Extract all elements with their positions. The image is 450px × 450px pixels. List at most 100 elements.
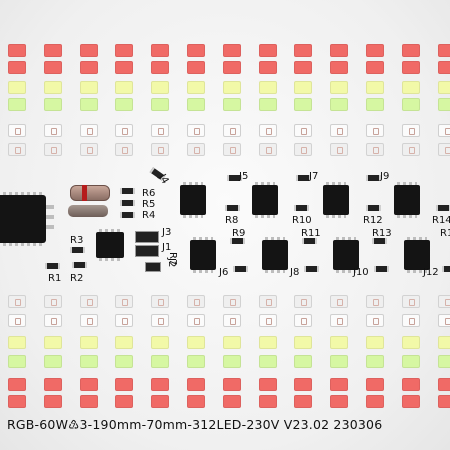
led-red-top <box>366 61 384 74</box>
label-r10: R10 <box>292 215 312 226</box>
led-red-top <box>401 61 420 74</box>
resistor-r3 <box>70 247 85 253</box>
resistor-r12-body <box>366 205 381 211</box>
led-red-top <box>222 61 241 74</box>
resistor-r1 <box>45 263 60 269</box>
resistor-r9-body <box>230 238 245 244</box>
led-red-top <box>437 61 450 74</box>
led-red-top <box>8 61 26 74</box>
led-red-bottom <box>366 395 384 408</box>
label-j12: J12 <box>423 267 439 278</box>
led-wht-top <box>366 124 384 137</box>
led-clr-top <box>401 143 420 156</box>
label-r11: R11 <box>301 228 321 239</box>
resistor-j7-body <box>296 175 311 181</box>
resistor-r5 <box>120 200 135 206</box>
led-wht-top <box>43 124 62 137</box>
label-r7: R7 <box>167 252 178 266</box>
led-yel-top <box>437 81 450 94</box>
resistor-r6 <box>120 188 135 194</box>
led-red-top <box>8 44 26 57</box>
resistor-j5-body <box>227 175 242 181</box>
led-yel-bottom <box>258 336 277 349</box>
led-clr-top <box>8 143 26 156</box>
label-r9: R9 <box>232 228 246 239</box>
led-red-top <box>187 44 205 57</box>
resistor-r4 <box>120 212 135 218</box>
label-r1: R1 <box>48 273 62 284</box>
led-yel-top <box>222 81 241 94</box>
led-wht-bottom <box>437 314 450 327</box>
driver-chip-7 <box>333 237 359 273</box>
led-clr-bottom <box>258 295 277 308</box>
label-j3: J3 <box>162 227 172 238</box>
led-grn-top <box>222 98 241 111</box>
led-wht-bottom <box>187 314 205 327</box>
label-r1-right: R1 <box>440 228 450 239</box>
led-clr-top <box>43 143 62 156</box>
led-red-top <box>222 44 241 57</box>
led-yel-bottom <box>151 336 170 349</box>
led-grn-bottom <box>151 355 170 368</box>
led-grn-top <box>401 98 420 111</box>
driver-chip-2 <box>252 182 278 218</box>
led-wht-bottom <box>294 314 313 327</box>
resistor-j6-body <box>233 266 248 272</box>
board-silkscreen-text: RGB-60W♹3-190mm-70mm-312LED-230V V23.02 … <box>7 417 383 432</box>
led-yel-top <box>366 81 384 94</box>
led-red-bottom <box>115 378 134 391</box>
led-grn-top <box>294 98 313 111</box>
led-wht-top <box>222 124 241 137</box>
led-red-bottom <box>258 378 277 391</box>
fuse-band <box>82 185 87 201</box>
led-red-top <box>330 61 349 74</box>
label-j7: J7 <box>309 171 319 182</box>
label-r4: R4 <box>142 210 156 221</box>
led-red-top <box>151 61 170 74</box>
led-red-bottom <box>258 395 277 408</box>
led-yel-top <box>187 81 205 94</box>
led-red-top <box>258 44 277 57</box>
led-yel-bottom <box>222 336 241 349</box>
led-clr-bottom <box>330 295 349 308</box>
led-wht-bottom <box>115 314 134 327</box>
led-grn-top <box>115 98 134 111</box>
led-yel-bottom <box>79 336 98 349</box>
label-r5: R5 <box>142 199 156 210</box>
led-wht-bottom <box>151 314 170 327</box>
led-wht-bottom <box>8 314 26 327</box>
led-grn-bottom <box>222 355 241 368</box>
led-clr-bottom <box>366 295 384 308</box>
rectifier-chip <box>0 192 46 246</box>
led-yel-bottom <box>330 336 349 349</box>
led-red-top <box>294 44 313 57</box>
label-j10: J10 <box>353 267 369 278</box>
led-red-top <box>43 44 62 57</box>
led-red-bottom <box>187 378 205 391</box>
led-yel-top <box>294 81 313 94</box>
transistor-j3 <box>135 231 159 243</box>
led-yel-top <box>401 81 420 94</box>
led-wht-bottom <box>79 314 98 327</box>
led-grn-top <box>79 98 98 111</box>
driver-chip-4 <box>394 182 420 218</box>
led-grn-top <box>366 98 384 111</box>
led-wht-bottom <box>366 314 384 327</box>
resistor-r14-body <box>436 205 450 211</box>
driver-chip-6 <box>262 237 288 273</box>
led-red-bottom <box>8 378 26 391</box>
led-clr-bottom <box>222 295 241 308</box>
led-red-top <box>115 61 134 74</box>
led-red-bottom <box>151 395 170 408</box>
led-grn-bottom <box>43 355 62 368</box>
resistor-r11-body <box>302 238 317 244</box>
label-j1: J1 <box>162 242 172 253</box>
led-clr-top <box>187 143 205 156</box>
led-grn-bottom <box>8 355 26 368</box>
led-red-top <box>115 44 134 57</box>
led-red-top <box>366 44 384 57</box>
led-red-top <box>294 61 313 74</box>
led-red-top <box>258 61 277 74</box>
led-grn-top <box>151 98 170 111</box>
